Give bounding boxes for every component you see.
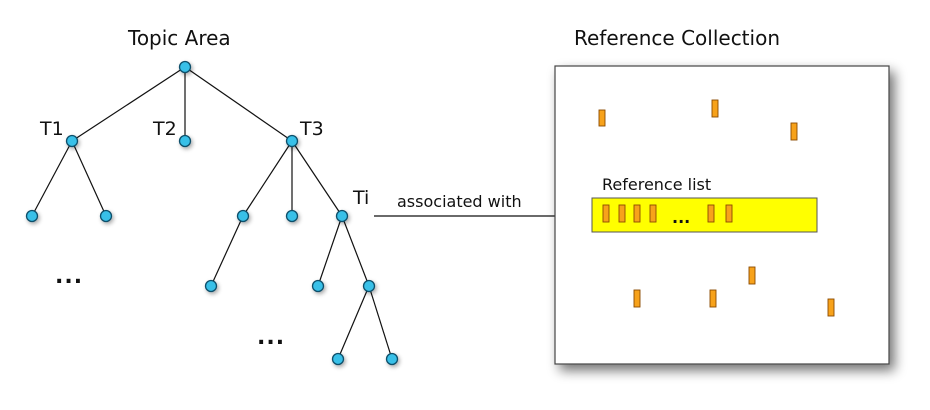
tree-nodes xyxy=(25,60,399,366)
tree-ellipsis-bottom: ... xyxy=(257,325,285,350)
edge-ti-right xyxy=(341,215,370,287)
node-label-t3: T3 xyxy=(299,118,324,140)
edge-a-child xyxy=(210,215,244,287)
tree-node-ti xyxy=(335,209,349,223)
reference-item xyxy=(827,298,835,317)
edge-leaf-left xyxy=(337,285,370,360)
tree-node xyxy=(362,279,376,293)
reference-list-item xyxy=(707,204,715,223)
reference-list-item xyxy=(649,204,657,223)
reference-list-ellipsis: ... xyxy=(672,208,690,227)
tree-node-t3 xyxy=(285,134,299,148)
tree-node xyxy=(311,279,325,293)
edge-t3-a xyxy=(242,140,293,217)
tree-node-t1 xyxy=(65,134,79,148)
reference-item xyxy=(748,266,756,285)
edge-leaf-right xyxy=(368,285,393,360)
reference-item xyxy=(790,122,798,141)
node-label-t1: T1 xyxy=(39,118,64,140)
edge-root-t3 xyxy=(184,66,293,142)
reference-item xyxy=(633,289,641,308)
tree-node xyxy=(25,209,39,223)
association-label: associated with xyxy=(397,192,522,211)
tree-node-t2 xyxy=(178,134,192,148)
node-label-t2: T2 xyxy=(152,118,177,140)
tree-edges xyxy=(31,66,393,360)
tree-node xyxy=(236,209,250,223)
reference-item xyxy=(711,99,719,118)
edge-ti-left xyxy=(317,215,343,287)
reference-list-items xyxy=(602,204,733,223)
reference-item xyxy=(598,109,606,127)
reference-list-box xyxy=(591,197,818,233)
edge-root-t1 xyxy=(71,66,186,142)
tree-node-root xyxy=(178,60,192,74)
edge-t3-ti xyxy=(291,140,343,217)
tree-node xyxy=(385,352,399,366)
tree-node xyxy=(331,352,345,366)
reference-list-item xyxy=(633,204,641,223)
tree-node xyxy=(204,279,218,293)
tree-node xyxy=(285,209,299,223)
tree-ellipsis-left: ... xyxy=(55,264,83,289)
scattered-references xyxy=(598,99,835,317)
edge-t1-right xyxy=(71,140,107,217)
node-label-ti: Ti xyxy=(352,187,369,209)
reference-list-item xyxy=(618,204,626,223)
edge-t1-left xyxy=(31,140,73,217)
reference-collection-title: Reference Collection xyxy=(574,26,780,50)
reference-item xyxy=(709,289,717,308)
reference-list-item xyxy=(725,204,733,223)
topic-area-title: Topic Area xyxy=(127,26,231,50)
reference-list-label: Reference list xyxy=(602,175,711,194)
tree-node xyxy=(99,209,113,223)
reference-list-item xyxy=(602,204,610,223)
